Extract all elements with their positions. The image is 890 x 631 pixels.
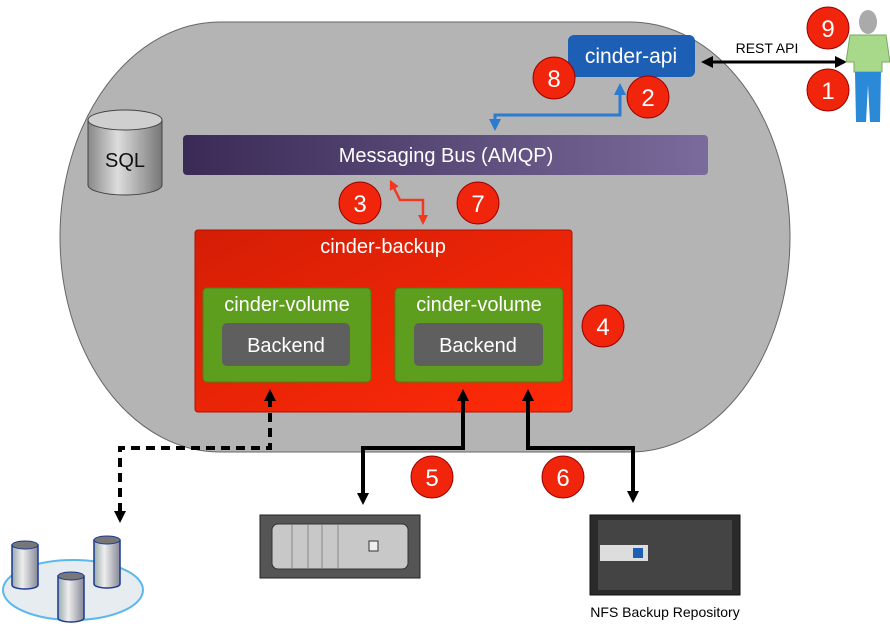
- svg-text:2: 2: [641, 85, 654, 112]
- sql-label: SQL: [105, 150, 145, 172]
- backend-right-label: Backend: [439, 335, 517, 357]
- step-badge-7: 7: [456, 181, 500, 225]
- svg-text:8: 8: [547, 66, 560, 93]
- svg-text:5: 5: [425, 465, 438, 492]
- backend-left: [222, 323, 350, 366]
- messaging-bus-label: Messaging Bus (AMQP): [339, 145, 554, 167]
- step-badge-3: 3: [338, 181, 382, 225]
- cinder-volume-left[interactable]: cinder-volume Backend: [202, 287, 372, 383]
- sql-database-icon: SQL: [87, 109, 163, 196]
- cinder-volume-right[interactable]: cinder-volume Backend: [394, 287, 564, 383]
- disk-storage-icon: [259, 514, 421, 579]
- step-badge-6: 6: [541, 455, 585, 499]
- step-badge-8: 8: [532, 56, 576, 100]
- volume-nfs-arrow: [522, 389, 639, 503]
- api-bus-arrow: [489, 83, 626, 131]
- user-icon: [845, 10, 890, 122]
- volume-cluster-dashed-arrow: [114, 389, 276, 523]
- svg-text:7: 7: [471, 191, 484, 218]
- svg-text:1: 1: [821, 78, 834, 105]
- volume-disk-arrow: [357, 389, 469, 505]
- step-badge-4: 4: [581, 304, 625, 348]
- svg-text:6: 6: [556, 465, 569, 492]
- bus-backup-arrow: [389, 179, 428, 225]
- messaging-bus[interactable]: Messaging Bus (AMQP): [183, 135, 708, 175]
- nfs-repo-label: NFS Backup Repository: [590, 604, 739, 620]
- backend-right: [414, 323, 543, 366]
- step-badge-5: 5: [410, 455, 454, 499]
- cinder-api-node[interactable]: cinder-api: [568, 35, 695, 77]
- rest-api-label: REST API: [736, 40, 799, 56]
- cinder-volume-left-label: cinder-volume: [224, 294, 350, 316]
- nfs-storage-icon: [589, 514, 741, 596]
- cinder-backup-label: cinder-backup: [320, 236, 446, 258]
- backend-left-label: Backend: [247, 335, 325, 357]
- step-badge-9: 9: [806, 6, 850, 50]
- storage-cluster-icon: [2, 535, 144, 623]
- step-badge-2: 2: [626, 75, 670, 119]
- svg-text:3: 3: [353, 191, 366, 218]
- step-badge-1: 1: [806, 68, 850, 112]
- svg-text:9: 9: [821, 16, 834, 43]
- svg-text:4: 4: [596, 314, 609, 341]
- cinder-api-label: cinder-api: [585, 45, 677, 68]
- cinder-volume-right-label: cinder-volume: [416, 294, 542, 316]
